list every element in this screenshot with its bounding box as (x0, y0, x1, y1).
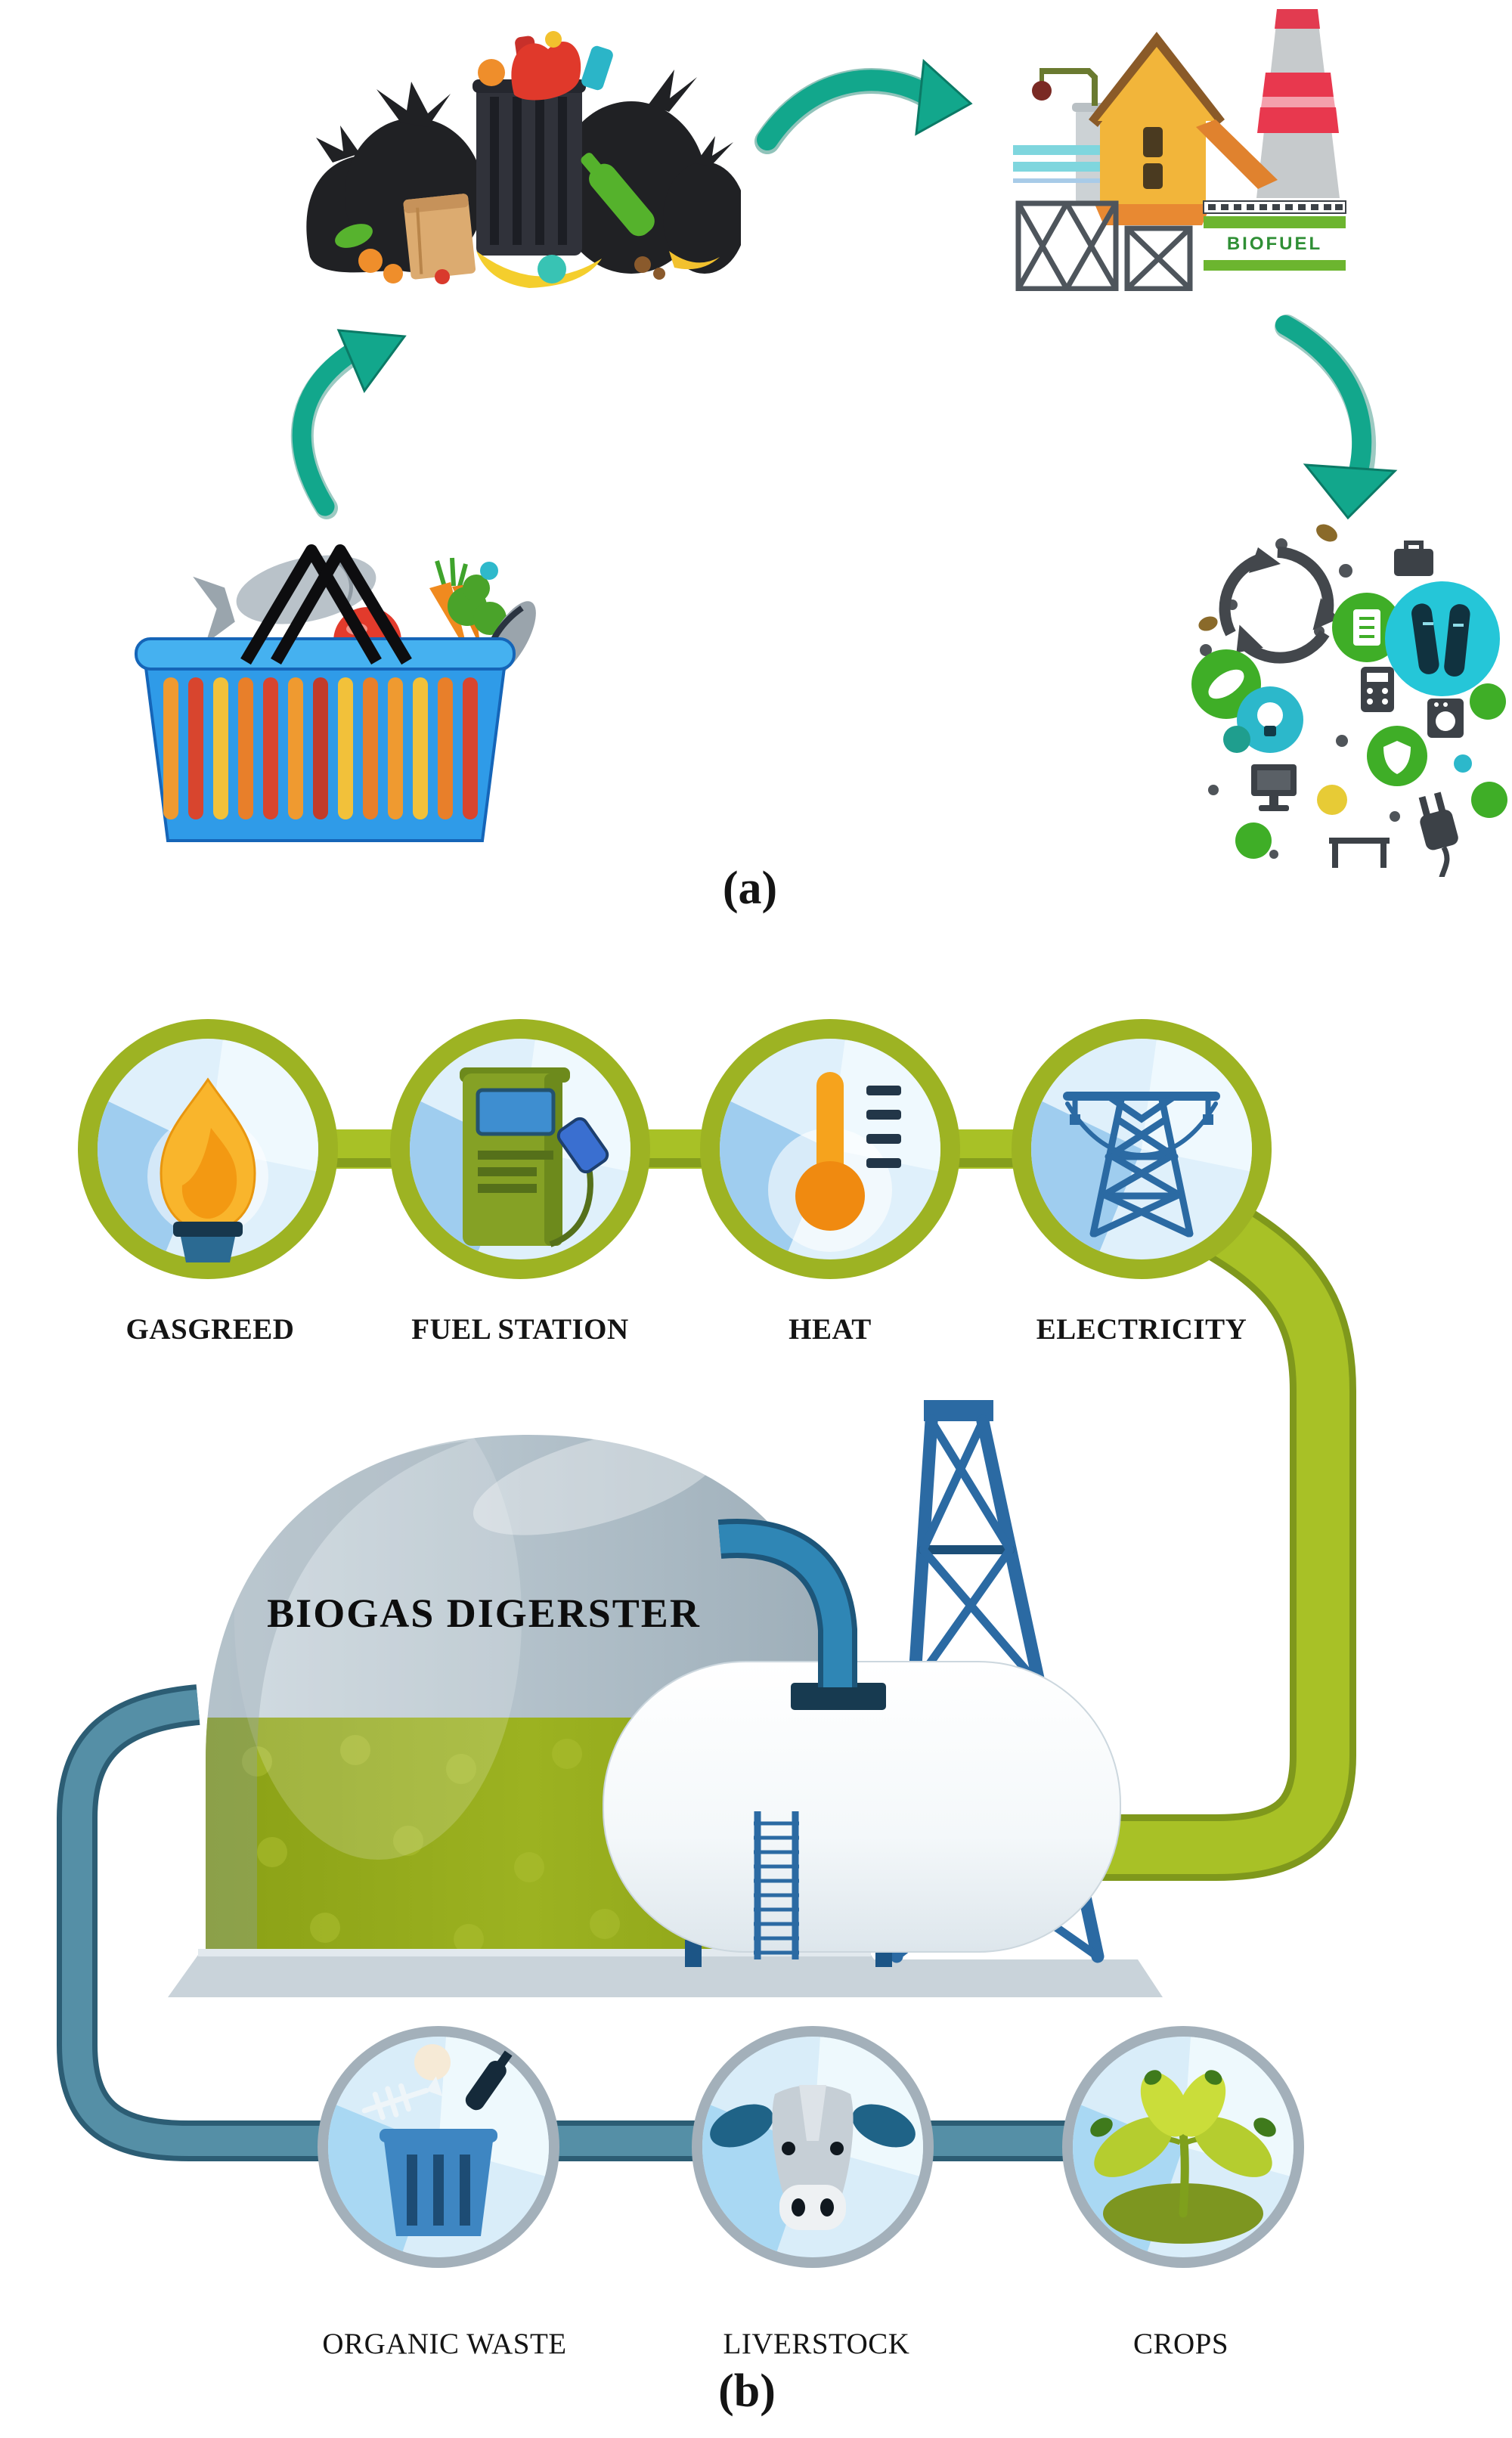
label-organic-waste: ORGANIC WASTE (322, 2328, 567, 2360)
biofuel-sign: BIOFUEL (1203, 200, 1346, 271)
waste-bin-icon (361, 2044, 513, 2236)
biofuel-plant-illustration: BIOFUEL (1013, 9, 1346, 291)
tank-base (659, 1959, 1163, 1997)
green-shield-icon (1367, 726, 1427, 786)
input-circle-crops (1062, 2026, 1304, 2268)
label-heat: HEAT (789, 1313, 872, 1346)
monitor-icon (1251, 764, 1297, 811)
dome-to-tank-pipe (717, 1519, 857, 1687)
calculator-icon (1361, 667, 1394, 712)
mixed-garbage-icon (335, 31, 720, 288)
storage-tank (603, 1661, 1121, 1967)
label-crops: CROPS (1132, 2328, 1229, 2360)
panel-a-caption: (a) (722, 863, 778, 914)
output-circle-heat (700, 1019, 960, 1279)
label-gasgreed: GASGREED (125, 1313, 295, 1346)
plug-icon (1418, 791, 1458, 877)
chimney-icon (1256, 9, 1340, 198)
cow-icon (710, 2085, 916, 2230)
grocery-basket-illustration (135, 544, 536, 842)
lattice-truss-icon (1015, 200, 1193, 291)
bulb-icon (1237, 686, 1303, 753)
output-circle-electricity (1012, 1019, 1272, 1279)
garbage-pile-illustration (306, 31, 741, 288)
shoes-icon (1385, 581, 1500, 696)
biofuel-sign-text: BIOFUEL (1227, 234, 1322, 254)
biogas-diagram-scene: BIOGAS DIGERSTER (57, 1019, 1356, 2268)
output-circle-gasgreed (78, 1019, 338, 1279)
label-liverstock: LIVERSTOCK (723, 2328, 910, 2360)
paper-bag-icon (403, 194, 476, 280)
panel-b-caption: (b) (718, 2365, 776, 2417)
briefcase-icon (1394, 541, 1433, 576)
factory-house-icon (1089, 32, 1225, 225)
fuel-pump-icon (460, 1067, 609, 1247)
fishbone-icon (361, 2076, 443, 2120)
recycle-icon (1219, 547, 1355, 681)
washer-icon (1427, 699, 1464, 738)
panel-a: BIOFUEL (0, 0, 1512, 953)
panel-b: BIOGAS DIGERSTER (0, 968, 1512, 2438)
label-fuel-station: FUEL STATION (411, 1313, 629, 1346)
recycled-products-illustration (1191, 524, 1507, 877)
label-electricity: ELECTRICITY (1036, 1313, 1247, 1346)
green-receipt-icon (1332, 593, 1402, 662)
pipes-icon (1040, 68, 1098, 106)
digester-label: BIOGAS DIGERSTER (267, 1591, 701, 1636)
input-circle-liverstock (692, 2026, 934, 2268)
waste-to-plant-arrow-icon (754, 58, 973, 154)
conveyor-icon (1196, 119, 1278, 189)
ladder-icon (754, 1811, 799, 1959)
flame-icon (147, 1077, 268, 1262)
transmission-tower-icon (1063, 1092, 1220, 1238)
output-circle-fuel-station (390, 1019, 650, 1279)
waste-bin-icon (472, 79, 586, 256)
basket-to-waste-arrow-icon (290, 329, 407, 519)
feed-teal-pipe (57, 1684, 1179, 2161)
input-circle-organic-waste (318, 2026, 559, 2268)
seedling-icon (1090, 2070, 1276, 2244)
basket-body-icon (135, 637, 516, 842)
plant-to-products-arrow-icon (1275, 314, 1398, 520)
basket-handles-icon (240, 544, 412, 665)
banana-peel-icon (476, 251, 602, 288)
bottle-icon (465, 2050, 513, 2111)
biogas-green-pipe (1100, 1199, 1356, 1881)
bench-icon (1329, 838, 1390, 868)
thermometer-icon (768, 1072, 901, 1252)
